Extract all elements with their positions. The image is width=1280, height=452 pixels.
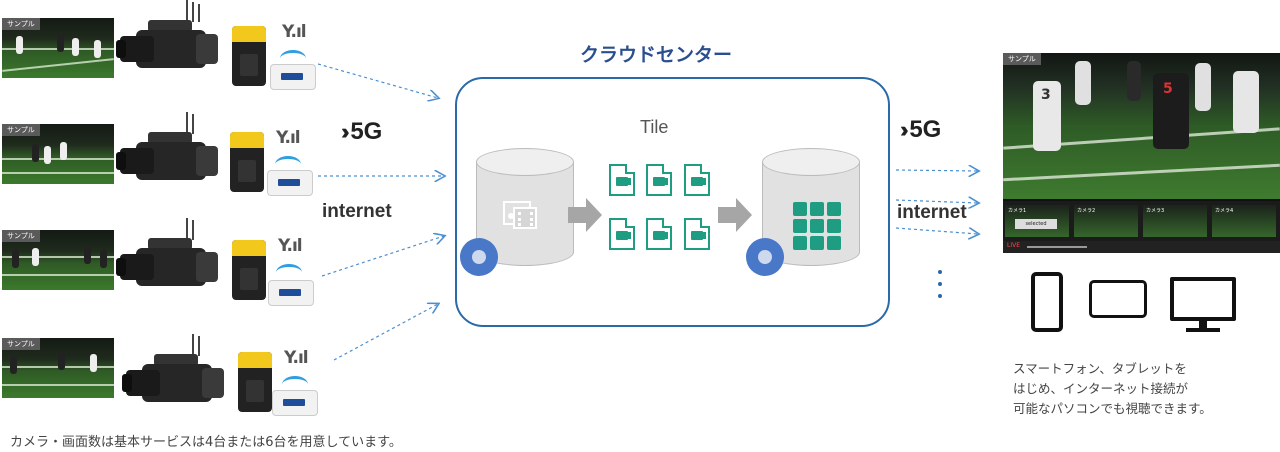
fiveg-label-left: ›› 5G: [341, 118, 383, 145]
router-icon: [267, 170, 313, 196]
viewer-sample-tag: サンプル: [1003, 53, 1041, 65]
output-arrow-3: [895, 228, 978, 234]
sample-tag: サンプル: [2, 18, 40, 30]
router-icon: [272, 390, 318, 416]
wifi-icon: [275, 156, 301, 173]
camera-icon: [116, 0, 228, 80]
player-number-center: 5: [1163, 81, 1173, 97]
player-number-left: 3: [1041, 87, 1051, 103]
player-control-bar[interactable]: LIVE: [1003, 241, 1280, 253]
output-arrow-2: [895, 200, 978, 203]
arrow-right-icon: [718, 198, 752, 232]
camera-strip-thumb-1[interactable]: カメラ1 selected: [1005, 205, 1069, 237]
arrow-right-icon: [568, 198, 602, 232]
tablet-icon: [1089, 280, 1147, 318]
smartphone-icon: [1031, 272, 1063, 332]
tile-label: Tile: [640, 117, 669, 137]
output-arrow-1: [895, 170, 978, 171]
video-file-icon: [646, 164, 672, 196]
router-icon: [268, 280, 314, 306]
input-arrow-3: [321, 236, 444, 277]
input-arrow-4: [333, 304, 438, 361]
sample-tag: サンプル: [2, 338, 40, 350]
camera-thumbnail-3: サンプル: [2, 230, 114, 290]
camera-strip-thumb-2[interactable]: カメラ2: [1074, 205, 1138, 237]
camera-strip-thumb-3[interactable]: カメラ3: [1143, 205, 1207, 237]
cloud-center-title: クラウドセンター: [580, 44, 733, 66]
signal-icon: Y.ıl: [282, 22, 307, 42]
video-file-icon: [684, 218, 710, 250]
transmitter-icon: [230, 132, 264, 192]
video-file-icon: [609, 164, 635, 196]
camera-thumbnail-1: サンプル: [2, 18, 114, 78]
devices-caption: スマートフォン、タブレットを はじめ、インターネット接続が 可能なパソコンでも視…: [1013, 361, 1212, 416]
more-dots: [938, 270, 944, 306]
camera-strip: カメラ1 selected カメラ2 カメラ3 カメラ4: [1003, 201, 1280, 241]
cloud-center-box: [455, 77, 890, 327]
signal-icon: Y.ıl: [276, 128, 301, 148]
sample-tag: サンプル: [2, 124, 40, 136]
media-icon: [503, 201, 537, 229]
wifi-icon: [282, 376, 308, 393]
gear-icon: [746, 238, 784, 276]
camera-icon: [116, 218, 228, 298]
sample-tag: サンプル: [2, 230, 40, 242]
camera-strip-thumb-4[interactable]: カメラ4: [1212, 205, 1276, 237]
live-label: LIVE: [1007, 242, 1021, 249]
viewer-screen: 3 5 サンプル カメラ1 selected カメラ2 カメラ3 カメラ4 LI…: [1003, 53, 1280, 253]
camera-thumbnail-2: サンプル: [2, 124, 114, 184]
internet-label-left: internet: [322, 201, 392, 222]
tile-grid-icon: [793, 202, 841, 250]
wifi-icon: [280, 50, 306, 67]
gear-icon: [460, 238, 498, 276]
wifi-icon: [276, 264, 302, 281]
transmitter-icon: [232, 240, 266, 300]
internet-label-right: internet: [897, 202, 967, 223]
input-arrow-1: [317, 63, 438, 98]
transmitter-icon: [232, 26, 266, 86]
camera-icon: [116, 112, 228, 192]
router-icon: [270, 64, 316, 90]
transmitter-icon: [238, 352, 272, 412]
video-file-icon: [646, 218, 672, 250]
camera-thumbnail-4: サンプル: [2, 338, 114, 398]
video-file-icon: [684, 164, 710, 196]
selected-label: selected: [1015, 219, 1057, 229]
camera-icon: [122, 334, 234, 414]
signal-icon: Y.ıl: [278, 236, 303, 256]
fiveg-label-right: ›› 5G: [900, 116, 942, 143]
video-file-icon: [609, 218, 635, 250]
footer-note: カメラ・画面数は基本サービスは4台または6台を用意しています。: [10, 435, 402, 450]
signal-icon: Y.ıl: [284, 348, 309, 368]
